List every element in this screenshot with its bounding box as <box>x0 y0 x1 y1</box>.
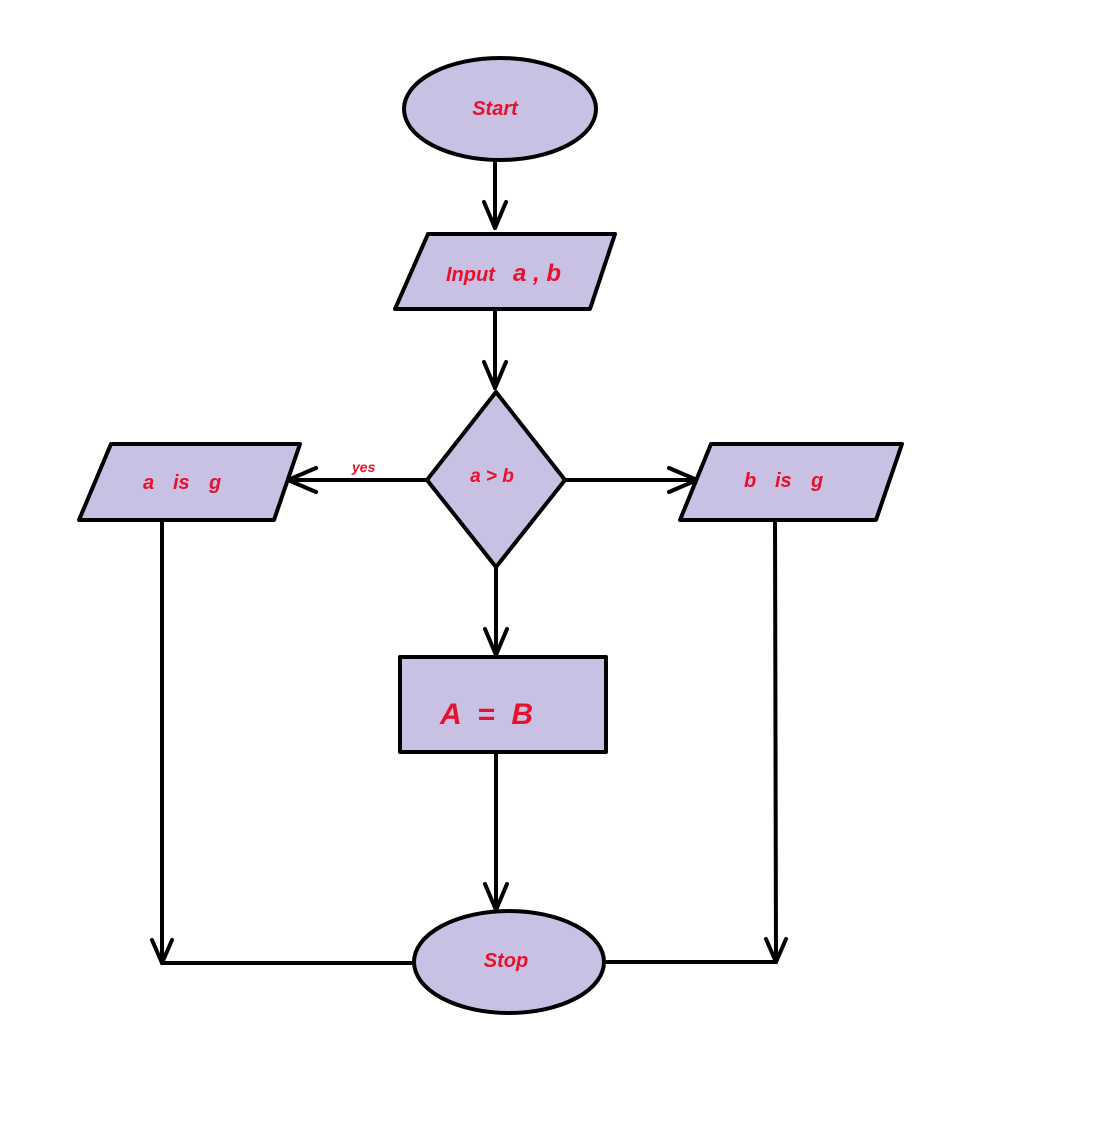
left-output-parallelogram <box>77 442 302 522</box>
decision-label: a > b <box>470 466 514 487</box>
right-output-g: g <box>810 470 823 492</box>
right-output-is: is <box>775 470 792 492</box>
left-output-var: a <box>143 472 154 494</box>
input-parallelogram <box>393 232 617 311</box>
left-output-is: is <box>173 472 190 494</box>
arrowhead-decision <box>482 360 508 390</box>
stop-label: Stop <box>484 950 528 972</box>
input-label-word: Input <box>446 264 496 286</box>
input-label-vars: a , b <box>513 260 561 287</box>
right-output-var: b <box>744 470 756 492</box>
stop-terminal <box>412 909 606 1015</box>
process-box <box>398 655 608 754</box>
process-label: A = B <box>439 698 533 731</box>
right-output-parallelogram <box>678 442 904 522</box>
yes-label: yes <box>351 459 376 475</box>
decision-diamond <box>425 390 567 569</box>
left-output-g: g <box>208 472 221 494</box>
start-terminal <box>402 56 598 162</box>
arrowhead-input <box>482 200 508 230</box>
start-label: Start <box>472 98 519 120</box>
edge-right-down <box>773 518 778 964</box>
